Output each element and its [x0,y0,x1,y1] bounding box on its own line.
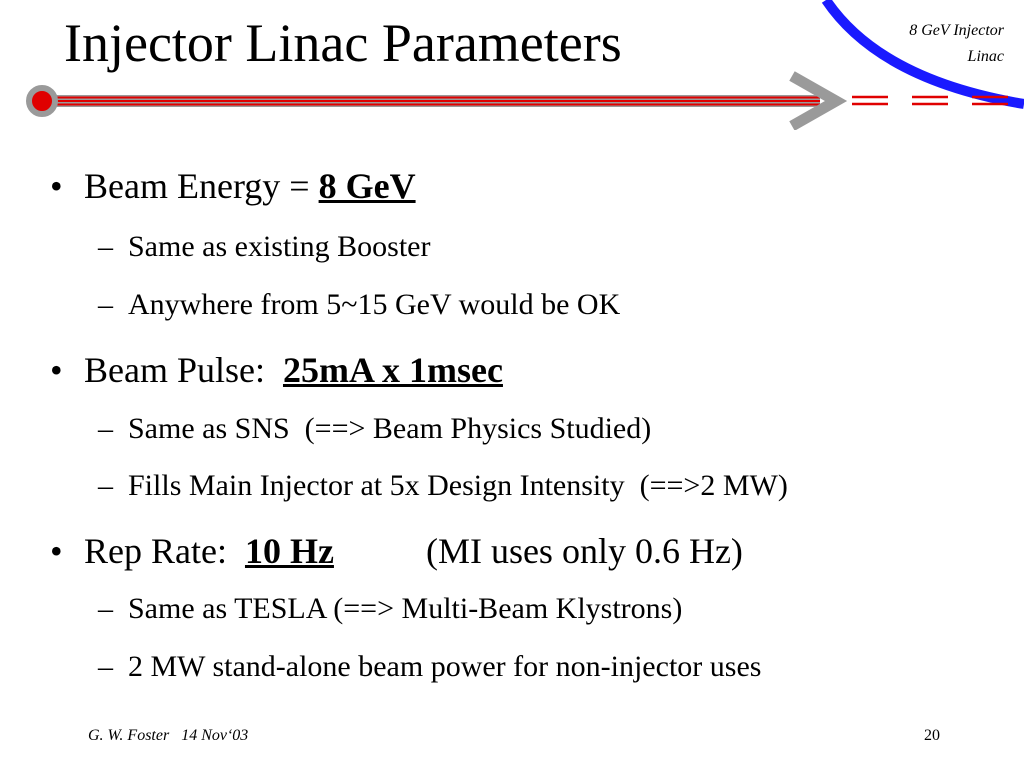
corner-label: 8 GeV Injector Linac [909,18,1004,71]
rail-end-circle [26,85,58,117]
bullet-label: Rep Rate: [84,531,245,571]
bullet-value: 25mA x 1msec [282,350,503,390]
corner-label-line-2: Linac [967,48,1004,66]
sub-bullet-text: Anywhere from 5~15 GeV would be OK [128,288,621,321]
sub-bullet: –2 MW stand-alone beam power for non-inj… [98,650,761,684]
sub-bullet-text: 2 MW stand-alone beam power for non-inje… [128,650,762,683]
dash-marker: – [98,230,113,263]
bullet-dot: • [50,531,63,571]
bullet-dot: • [50,166,63,206]
bullet-label: Beam Pulse: [84,350,283,390]
sub-bullet: –Fills Main Injector at 5x Design Intens… [98,469,788,503]
title-decoration [26,0,1024,130]
bullet-label: Beam Energy = [84,166,319,206]
bullet-beam-energy: • Beam Energy = 8 GeV [50,165,416,207]
dash-marker: – [98,288,113,321]
dashed-rail-segments [852,95,1008,106]
slide-title: Injector Linac Parameters [64,13,622,73]
sub-bullet: –Same as SNS (==> Beam Physics Studied) [98,412,651,446]
footer-page-number: 20 [924,727,940,744]
bullet-note: (MI uses only 0.6 Hz) [425,531,743,571]
sub-bullet-text: Same as TESLA (==> Multi-Beam Klystrons) [128,592,683,625]
sub-bullet: –Same as existing Booster [98,230,430,264]
bullet-value: 10 Hz [244,531,334,571]
bullet-dot: • [50,350,63,390]
corner-label-line-1: 8 GeV Injector [909,22,1004,39]
bullet-beam-pulse: • Beam Pulse: 25mA x 1msec [50,349,503,391]
dash-marker: – [98,469,113,502]
bullet-rep-rate: • Rep Rate: 10 Hz (MI uses only 0.6 Hz) [50,530,743,572]
sub-bullet-text: Same as SNS (==> Beam Physics Studied) [128,412,652,445]
sub-bullet-text: Fills Main Injector at 5x Design Intensi… [128,469,788,502]
sub-bullet-text: Same as existing Booster [128,230,431,263]
footer-author-date: G. W. Foster 14 Nov‘03 [88,727,249,744]
dash-marker: – [98,650,113,683]
bullet-value: 8 GeV [318,166,416,206]
sub-bullet: –Same as TESLA (==> Multi-Beam Klystrons… [98,592,682,626]
dash-marker: – [98,412,113,445]
sub-bullet: –Anywhere from 5~15 GeV would be OK [98,288,620,322]
chevron-icon [789,71,848,130]
dash-marker: – [98,592,113,625]
